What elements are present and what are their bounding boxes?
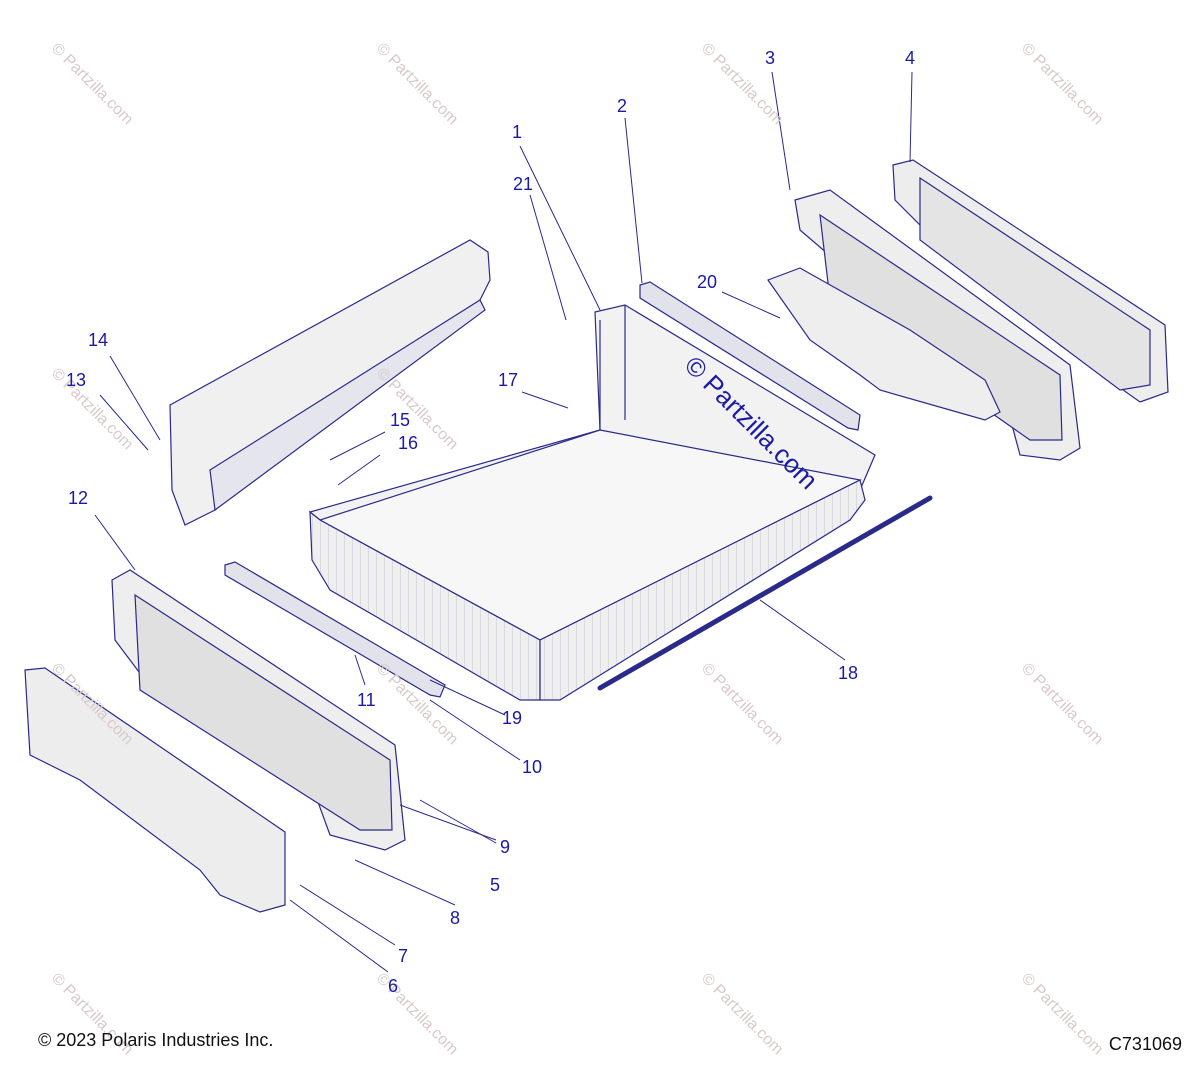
front-rail xyxy=(639,281,861,431)
callout-1: 1 xyxy=(512,122,523,142)
callout-7: 7 xyxy=(398,946,409,966)
rear-rail xyxy=(224,561,446,698)
diagram-code: C731069 xyxy=(1108,1034,1182,1054)
callout-13: 13 xyxy=(66,370,87,390)
callout-4: 4 xyxy=(905,48,916,68)
callout-3: 3 xyxy=(765,48,776,68)
callout-11: 11 xyxy=(357,690,376,710)
callout-18: 18 xyxy=(838,663,859,683)
right-bracket xyxy=(767,267,1001,421)
left-outer-panel xyxy=(24,667,286,913)
callout-14: 14 xyxy=(88,330,109,350)
copyright-text: © 2023 Polaris Industries Inc. xyxy=(38,1030,274,1050)
right-outer-panel xyxy=(892,159,1169,403)
callout-10: 10 xyxy=(522,757,543,777)
tailgate xyxy=(169,239,491,526)
left-inner-panel xyxy=(111,569,406,851)
support-rod xyxy=(597,495,933,691)
callout-5: 5 xyxy=(490,875,501,895)
callout-19: 19 xyxy=(502,708,523,728)
bed-box xyxy=(308,304,876,701)
callout-12: 12 xyxy=(68,488,89,508)
callout-9: 9 xyxy=(500,837,511,857)
right-inner-panel xyxy=(794,189,1081,461)
callout-21: 21 xyxy=(513,174,534,194)
callout-20: 20 xyxy=(697,272,718,292)
callout-8: 8 xyxy=(450,908,461,928)
callout-2: 2 xyxy=(617,96,628,116)
callout-15: 15 xyxy=(390,410,411,430)
callout-6: 6 xyxy=(388,976,399,996)
callout-16: 16 xyxy=(398,433,419,453)
callout-17: 17 xyxy=(498,370,519,390)
leader-lines xyxy=(94,71,913,973)
